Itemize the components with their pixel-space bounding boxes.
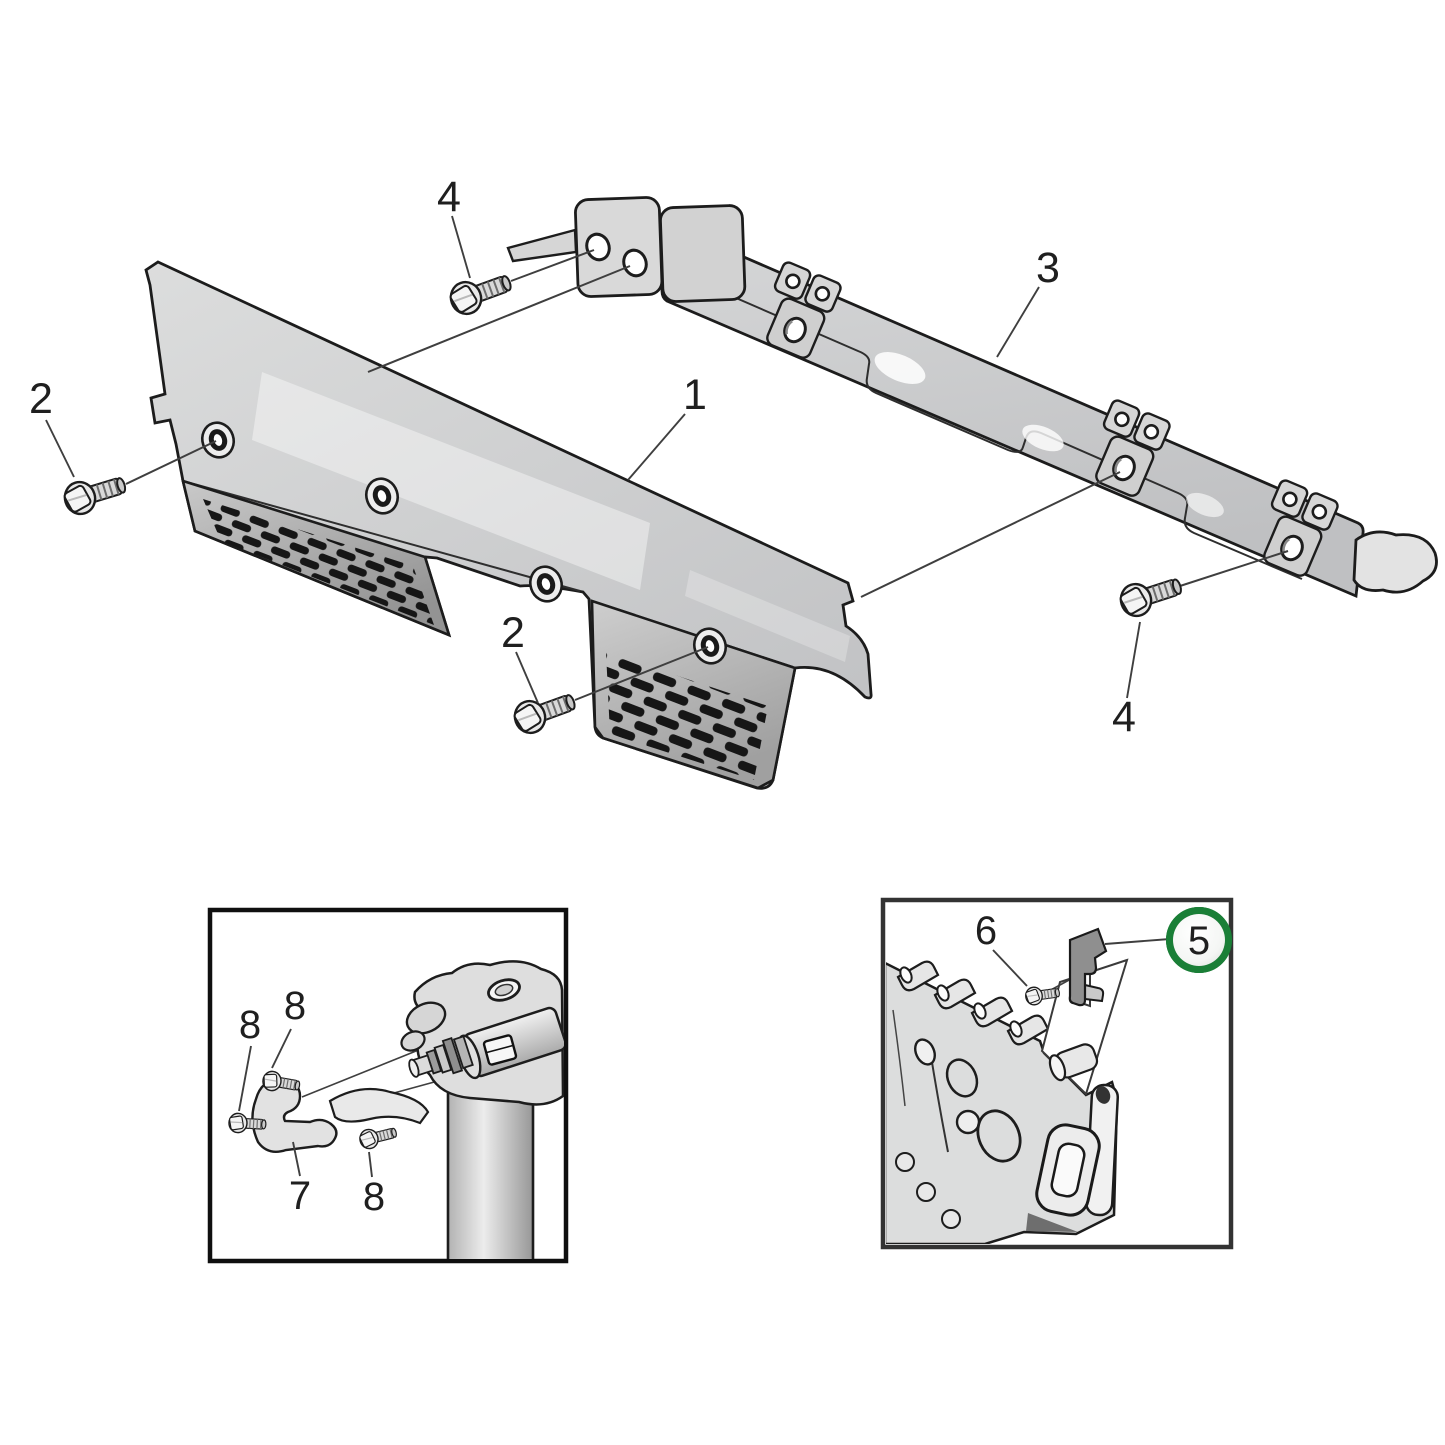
callout-leaders-main xyxy=(45,215,1141,704)
manifold-handle xyxy=(1035,1123,1101,1217)
vent-slots-left xyxy=(203,499,434,625)
bracket-strap xyxy=(328,1087,430,1125)
inset-box-right: 6 5 xyxy=(880,897,1234,1250)
callout-8-a[interactable]: 8 xyxy=(239,1003,261,1047)
callout-5-label: 5 xyxy=(1188,919,1210,963)
rail-end-plates xyxy=(574,196,747,303)
assembly-axis-lines xyxy=(125,249,1289,701)
callout-7[interactable]: 7 xyxy=(289,1174,311,1218)
callout-8-c[interactable]: 8 xyxy=(363,1175,385,1219)
callout-leaders-right-box xyxy=(992,938,1171,987)
intake-manifold xyxy=(886,958,1129,1244)
callout-2-left[interactable]: 2 xyxy=(29,375,53,423)
part-1-heat-shield xyxy=(144,260,873,790)
callout-leaders-left-box xyxy=(238,1028,373,1178)
rail-end-tab xyxy=(1352,530,1438,594)
part-2-bolt-left xyxy=(59,467,131,519)
highlighted-callout-5[interactable]: 5 xyxy=(1166,907,1232,973)
part-5-bracket xyxy=(1068,927,1108,1007)
injector-stack xyxy=(408,1035,474,1078)
part-4-bolt-top xyxy=(445,265,517,320)
main-exploded-view: 4 2 1 2 3 4 xyxy=(29,173,1438,790)
part-3-bracket-rail xyxy=(506,196,1438,599)
callout-1[interactable]: 1 xyxy=(683,371,707,419)
fuel-filter-assembly xyxy=(227,960,564,1259)
callout-4-top[interactable]: 4 xyxy=(437,173,461,221)
callout-3[interactable]: 3 xyxy=(1036,244,1060,292)
callout-4-right[interactable]: 4 xyxy=(1112,693,1136,741)
part-4-bolt-right xyxy=(1115,569,1187,622)
filter-canister xyxy=(446,1083,535,1259)
callout-8-b[interactable]: 8 xyxy=(284,984,306,1028)
inset-box-left: 8 8 7 8 xyxy=(207,907,569,1264)
part-2-bolt-lower xyxy=(509,684,581,739)
part-5-bracket-group xyxy=(1023,927,1108,1008)
vent-slots-right xyxy=(606,652,768,780)
callout-2-lower[interactable]: 2 xyxy=(501,609,525,657)
callout-6[interactable]: 6 xyxy=(975,909,997,953)
